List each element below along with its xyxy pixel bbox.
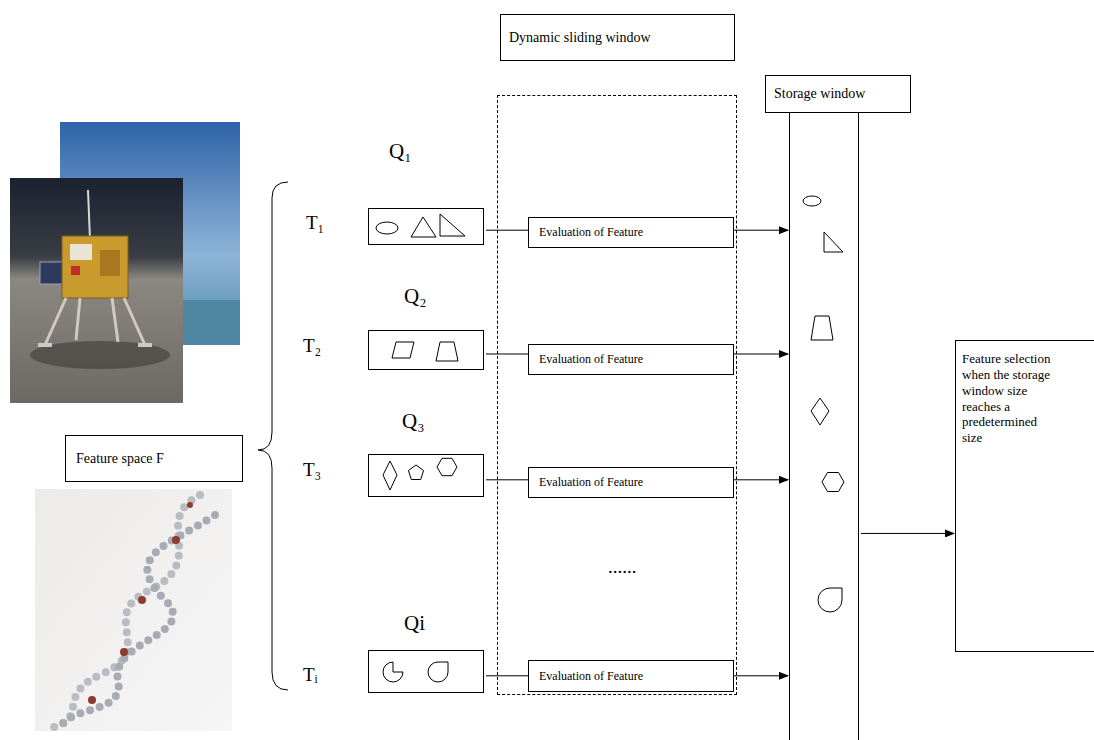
evaluation-box: Evaluation of Feature [528, 467, 734, 498]
trapezoid-symbol [811, 316, 833, 340]
lander-mast [88, 190, 90, 240]
triangle-symbol [411, 217, 436, 237]
node-heading: Q₃ [402, 409, 425, 434]
selection-box: Feature selection when the storage windo… [955, 340, 1094, 652]
node-heading: Qi [404, 611, 425, 636]
hexagon-symbol [437, 458, 457, 475]
node-text: Evaluation of Feature [539, 352, 643, 367]
pentagon-symbol [408, 465, 423, 480]
query-box: Q₁ [368, 208, 484, 245]
storage-window: Storage window [789, 93, 859, 740]
node-text: Evaluation of Feature [539, 225, 643, 240]
diamond-symbol [383, 461, 397, 490]
dna-bead [88, 696, 96, 704]
node-heading: Q₁ [389, 139, 412, 164]
lander-legs [45, 298, 145, 345]
free-label: T₃ [303, 459, 321, 481]
node-text: Evaluation of Feature [539, 669, 643, 684]
query-box: Qi [368, 650, 484, 693]
query-box: Q₃ [368, 454, 484, 497]
heading-box: Dynamic sliding window [500, 14, 735, 61]
curly-bracket [258, 182, 288, 690]
lander-panel [70, 244, 92, 260]
node-text: Feature selection when the storage windo… [962, 351, 1054, 446]
ellipse-symbol [376, 222, 398, 234]
right-triangle-symbol [824, 232, 843, 252]
dna-bead [120, 648, 128, 656]
evaluation-box: Evaluation of Feature [528, 660, 734, 692]
ellipse-symbol [803, 196, 821, 206]
query-box: Q₂ [368, 330, 484, 370]
free-label: ...... [608, 556, 637, 578]
dna-bead [187, 502, 193, 508]
lander-body [62, 236, 128, 298]
hexagon-symbol [822, 473, 844, 492]
parallelogram-symbol [392, 342, 414, 358]
node-text: Feature space F [76, 451, 164, 467]
dna-photo [35, 489, 232, 731]
dna-strand [50, 495, 200, 728]
feature-space-box: Feature space F [65, 435, 243, 482]
drop-symbol [818, 588, 842, 612]
arrow-connector [861, 533, 954, 534]
free-label: T₁ [306, 212, 324, 234]
evaluation-box: Evaluation of Feature [528, 344, 734, 375]
sliding-window: Dynamic sliding windowEvaluation of Feat… [497, 95, 737, 695]
row-label: Tᵢ [303, 664, 318, 685]
lander-photo [10, 178, 183, 403]
lander-panel [100, 250, 120, 276]
row-label: T₂ [303, 335, 321, 356]
dna-bead [138, 596, 146, 604]
ellipsis-label: ...... [608, 556, 637, 577]
heading-box: Storage window [765, 75, 911, 113]
row-label: T₃ [303, 459, 321, 480]
lander-flag [71, 266, 80, 275]
lander-feet [38, 343, 152, 347]
drop-symbol [428, 662, 448, 682]
free-label: T₂ [303, 335, 321, 357]
row-label: T₁ [306, 212, 324, 233]
node-text: Evaluation of Feature [539, 475, 643, 490]
free-label: Tᵢ [303, 664, 318, 686]
right-triangle-symbol [440, 214, 465, 236]
evaluation-box: Evaluation of Feature [528, 217, 734, 248]
diamond-symbol [811, 398, 829, 425]
node-heading: Q₂ [404, 284, 427, 309]
node-text: Storage window [774, 86, 865, 102]
lander-shadow [30, 341, 170, 369]
dna-bead [172, 536, 180, 544]
pie-symbol [383, 662, 403, 682]
dna-strand [60, 515, 215, 728]
trapezoid-symbol [436, 342, 458, 361]
node-text: Dynamic sliding window [509, 30, 651, 46]
